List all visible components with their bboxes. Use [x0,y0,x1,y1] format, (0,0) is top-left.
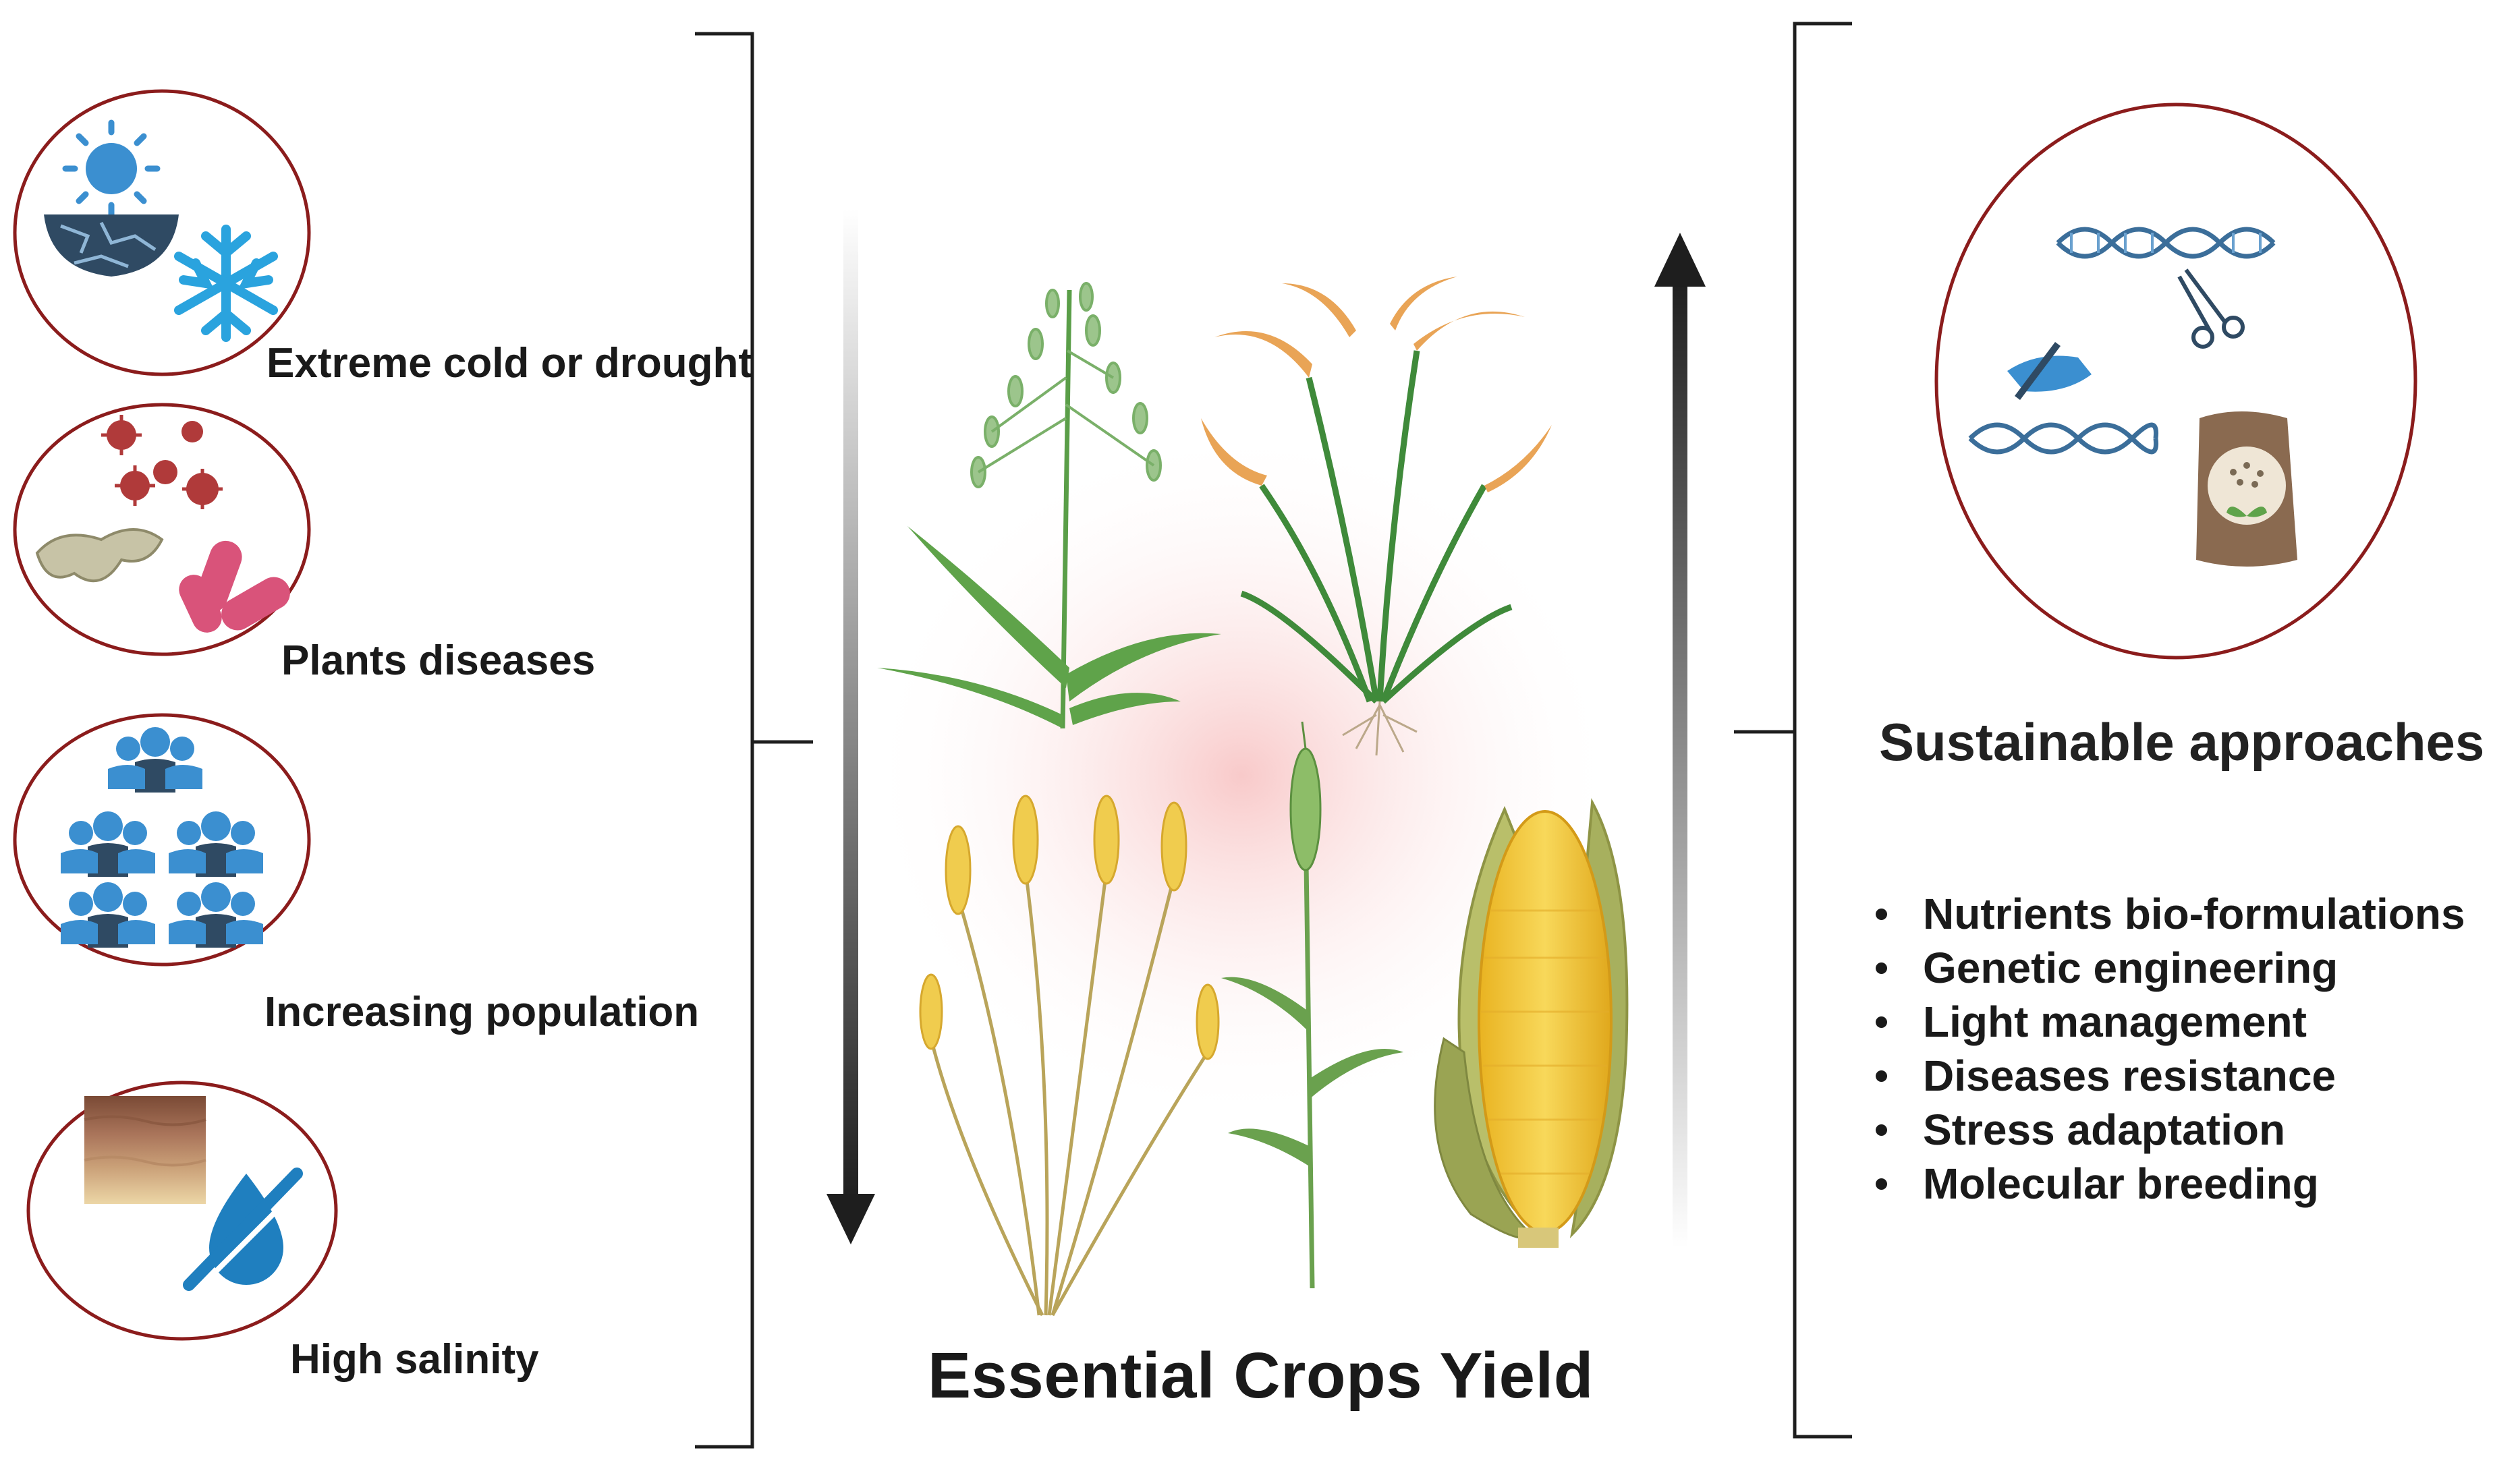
sun-icon [62,119,161,218]
oat-plant [877,282,1221,729]
stress-circle-diseases [13,403,311,656]
center-glow [864,425,1619,1126]
stress-circle-population [13,713,311,967]
stress-label-population: Increasing population [264,989,700,1035]
stress-label-cold-drought: Extreme cold or drought [267,340,752,386]
bacteria-icon [179,540,290,633]
center-title: Essential Crops Yield [928,1340,1594,1412]
barley-plant [919,795,1220,1317]
fungus-icon [35,528,164,583]
stress-circle-salinity [26,1081,338,1341]
stress-label-diseases: Plants diseases [281,637,596,684]
down-arrow [827,209,875,1244]
no-water-icon [183,1168,310,1291]
snowflake-icon [174,225,278,342]
approach-item: Diseases resistance [1869,1049,2465,1103]
soil-layers-icon [84,1096,206,1204]
approach-item: Stress adaptation [1869,1103,2465,1157]
approaches-list: Nutrients bio-formulations Genetic engin… [1869,887,2465,1211]
sustainable-circle [1934,103,2417,660]
cracked-ground-icon [44,214,179,277]
pen-hand-icon [2007,342,2092,400]
rice-roots-icon [1342,701,1418,756]
approach-item: Light management [1869,995,2465,1049]
stress-label-salinity: High salinity [290,1336,539,1383]
right-bracket [1734,22,1852,1439]
wheat-plant [1221,721,1403,1289]
dna-icon [1968,422,2159,455]
seed-bag-icon [2196,411,2297,567]
left-bracket [695,32,813,1449]
approach-item: Genetic engineering [1869,941,2465,995]
people-icon [61,727,263,948]
up-arrow [1654,233,1706,1248]
approaches-title: Sustainable approaches [1879,712,2485,772]
rice-plant [1201,277,1552,756]
virus-icon [101,415,223,509]
approach-item: Nutrients bio-formulations [1869,887,2465,941]
scissors-icon [2177,268,2245,349]
approach-item: Molecular breeding [1869,1157,2465,1211]
dna-scissors-icon [2056,227,2276,259]
stress-circle-cold-drought [13,89,311,376]
corn-icon [1434,798,1629,1248]
